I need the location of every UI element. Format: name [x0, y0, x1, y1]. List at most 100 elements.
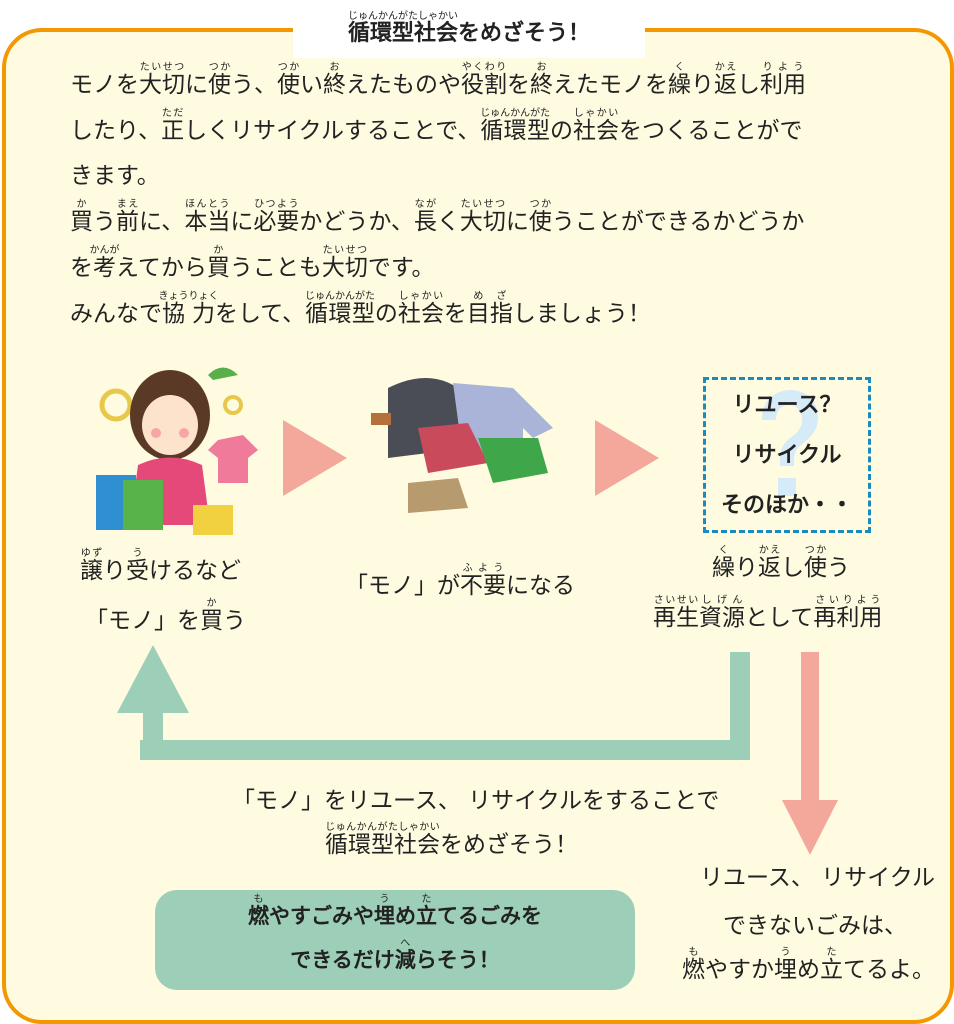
furigana-word: 社会しゃかい — [573, 108, 620, 144]
furigana-reading: ほんとう — [184, 199, 231, 210]
option-other: そのほか・・ — [720, 493, 853, 518]
furigana-reading: しげん — [699, 595, 745, 606]
furigana-word: 考かんが — [89, 245, 120, 281]
text-segment: モノを — [70, 72, 139, 98]
furigana-word: 資源しげん — [699, 595, 745, 631]
furigana-word: 利用りよう — [760, 62, 806, 98]
text-segment: り — [691, 72, 714, 98]
text-segment: を — [70, 255, 93, 281]
furigana-word: 長なが — [413, 199, 437, 235]
text-segment: しくリサイクルすることで、 — [184, 118, 481, 144]
furigana-reading: ただ — [161, 108, 185, 119]
furigana-reading: つか — [208, 62, 231, 73]
furigana-word: 買か — [200, 598, 223, 634]
furigana-word: 循環型社会じゅんかんがたしゃかい — [347, 11, 458, 46]
furigana-reading: ふよう — [460, 563, 506, 574]
furigana-word: 繰く — [712, 545, 735, 581]
furigana-word: 前まえ — [116, 199, 139, 235]
text-segment: をして、 — [215, 301, 306, 327]
furigana-word: 使つか — [208, 62, 231, 98]
furigana-reading: も — [682, 947, 705, 958]
text-segment: できないごみは、 — [723, 913, 907, 939]
text-segment: になる — [506, 573, 575, 599]
furigana-reading: へ — [394, 938, 416, 949]
furigana-word: 循環型社会じゅんかんがたしゃかい — [325, 822, 440, 858]
text-segment: め — [797, 957, 820, 983]
text-segment: う — [223, 608, 246, 634]
text-segment: です。 — [367, 255, 435, 281]
loop-arrow-segment — [143, 705, 163, 760]
option-reuse: リユース？ — [732, 393, 842, 418]
text-segment: し — [737, 72, 760, 98]
paragraph-line: 買かう前まえに、本当ほんとうに必要ひつようかどうか、長ながく大切たいせつに使つか… — [70, 199, 806, 245]
text-segment: をつくることがで — [619, 118, 803, 144]
furigana-reading: たいせつ — [459, 199, 506, 210]
furigana-reading: じゅんかんがた — [305, 291, 376, 302]
furigana-word: 大切たいせつ — [459, 199, 506, 235]
unwanted-clothes-illustration — [371, 378, 553, 513]
furigana-word: 買か — [70, 199, 93, 235]
furigana-reading: じゅんかんがたしゃかい — [325, 822, 440, 833]
loop-text-line1: 「モノ」をリユース、 リサイクルをすることで — [232, 785, 719, 817]
text-segment: め — [395, 904, 416, 928]
disposal-line3: 燃もやすか埋うめ立たてるよ。 — [682, 947, 935, 986]
furigana-word: 役割やくわり — [461, 62, 507, 98]
text-segment: やすか — [705, 957, 774, 983]
text-segment: きます。 — [70, 163, 160, 189]
furigana-word: 使つか — [528, 199, 552, 235]
furigana-word: 受う — [126, 548, 149, 584]
text-segment: として — [745, 605, 814, 631]
text-segment: をめざそう！ — [458, 21, 591, 46]
furigana-word: 正ただ — [161, 108, 185, 144]
paragraph-line: したり、正ただしくリサイクルすることで、循環型じゅんかんがたの社会しゃかいをつく… — [70, 108, 806, 154]
text-segment: えたモノを — [553, 72, 668, 98]
text-segment: を — [507, 72, 530, 98]
furigana-word: 返かえ — [758, 545, 781, 581]
step1-line2: 「モノ」を買かう — [85, 598, 246, 637]
furigana-word: 使つか — [804, 545, 827, 581]
text-segment: やすごみや — [269, 904, 374, 928]
step3-line1: 繰くり返かえし使つかう — [712, 545, 850, 584]
furigana-reading: かえ — [714, 62, 737, 73]
furigana-reading: しゃかい — [573, 108, 620, 119]
disposal-line2: できないごみは、 — [723, 910, 907, 942]
text-segment: を — [443, 301, 467, 327]
text-segment: うことができるかどうか — [551, 209, 805, 235]
furigana-word: 大切たいせつ — [139, 62, 185, 98]
furigana-reading: たいせつ — [321, 245, 368, 256]
furigana-reading: じゅんかんがた — [480, 108, 551, 119]
callout-line2: できるだけ減へらそう！ — [155, 938, 635, 982]
loop-arrow-segment — [730, 652, 750, 760]
text-segment: えたものや — [346, 72, 461, 98]
furigana-reading: つか — [277, 62, 300, 73]
loop-arrow-segment — [140, 740, 750, 760]
reuse-recycle-box: リユース？ リサイクル そのほか・・ — [703, 377, 871, 533]
furigana-word: 返かえ — [714, 62, 737, 98]
reduce-waste-callout: 燃もやすごみや埋うめ立たてるごみを できるだけ減へらそう！ — [155, 890, 635, 990]
step2-label: 「モノ」が不要ふようになる — [345, 563, 575, 602]
furigana-reading: りよう — [760, 62, 806, 73]
text-segment: り — [103, 558, 126, 584]
furigana-word: 終お — [323, 62, 346, 98]
text-segment: えてから — [116, 255, 207, 281]
furigana-reading: なが — [413, 199, 437, 210]
furigana-reading: た — [820, 947, 843, 958]
disposal-arrow-shaft — [801, 652, 819, 802]
text-segment: 「モノ」を — [85, 608, 200, 634]
furigana-word: 使つか — [277, 62, 300, 98]
text-segment: う — [827, 555, 850, 581]
furigana-word: 買か — [206, 245, 230, 281]
furigana-reading: う — [126, 548, 149, 559]
text-segment: らそう！ — [415, 948, 500, 972]
callout-line1: 燃もやすごみや埋うめ立たてるごみを — [155, 894, 635, 938]
loop-text-line2: 循環型社会じゅんかんがたしゃかいをめざそう！ — [325, 822, 578, 861]
option-recycle: リサイクル — [732, 443, 842, 468]
furigana-word: 大切たいせつ — [321, 245, 368, 281]
furigana-word: 協力きょうりょく — [158, 291, 219, 327]
paragraph-line: みんなで協力きょうりょくをして、循環型じゅんかんがたの社会しゃかいを目指めざしま… — [70, 291, 806, 337]
text-segment: に — [185, 72, 208, 98]
text-segment: い — [300, 72, 323, 98]
furigana-word: 燃も — [248, 894, 269, 928]
text-segment: う、 — [231, 72, 277, 98]
text-segment: う — [93, 209, 116, 235]
